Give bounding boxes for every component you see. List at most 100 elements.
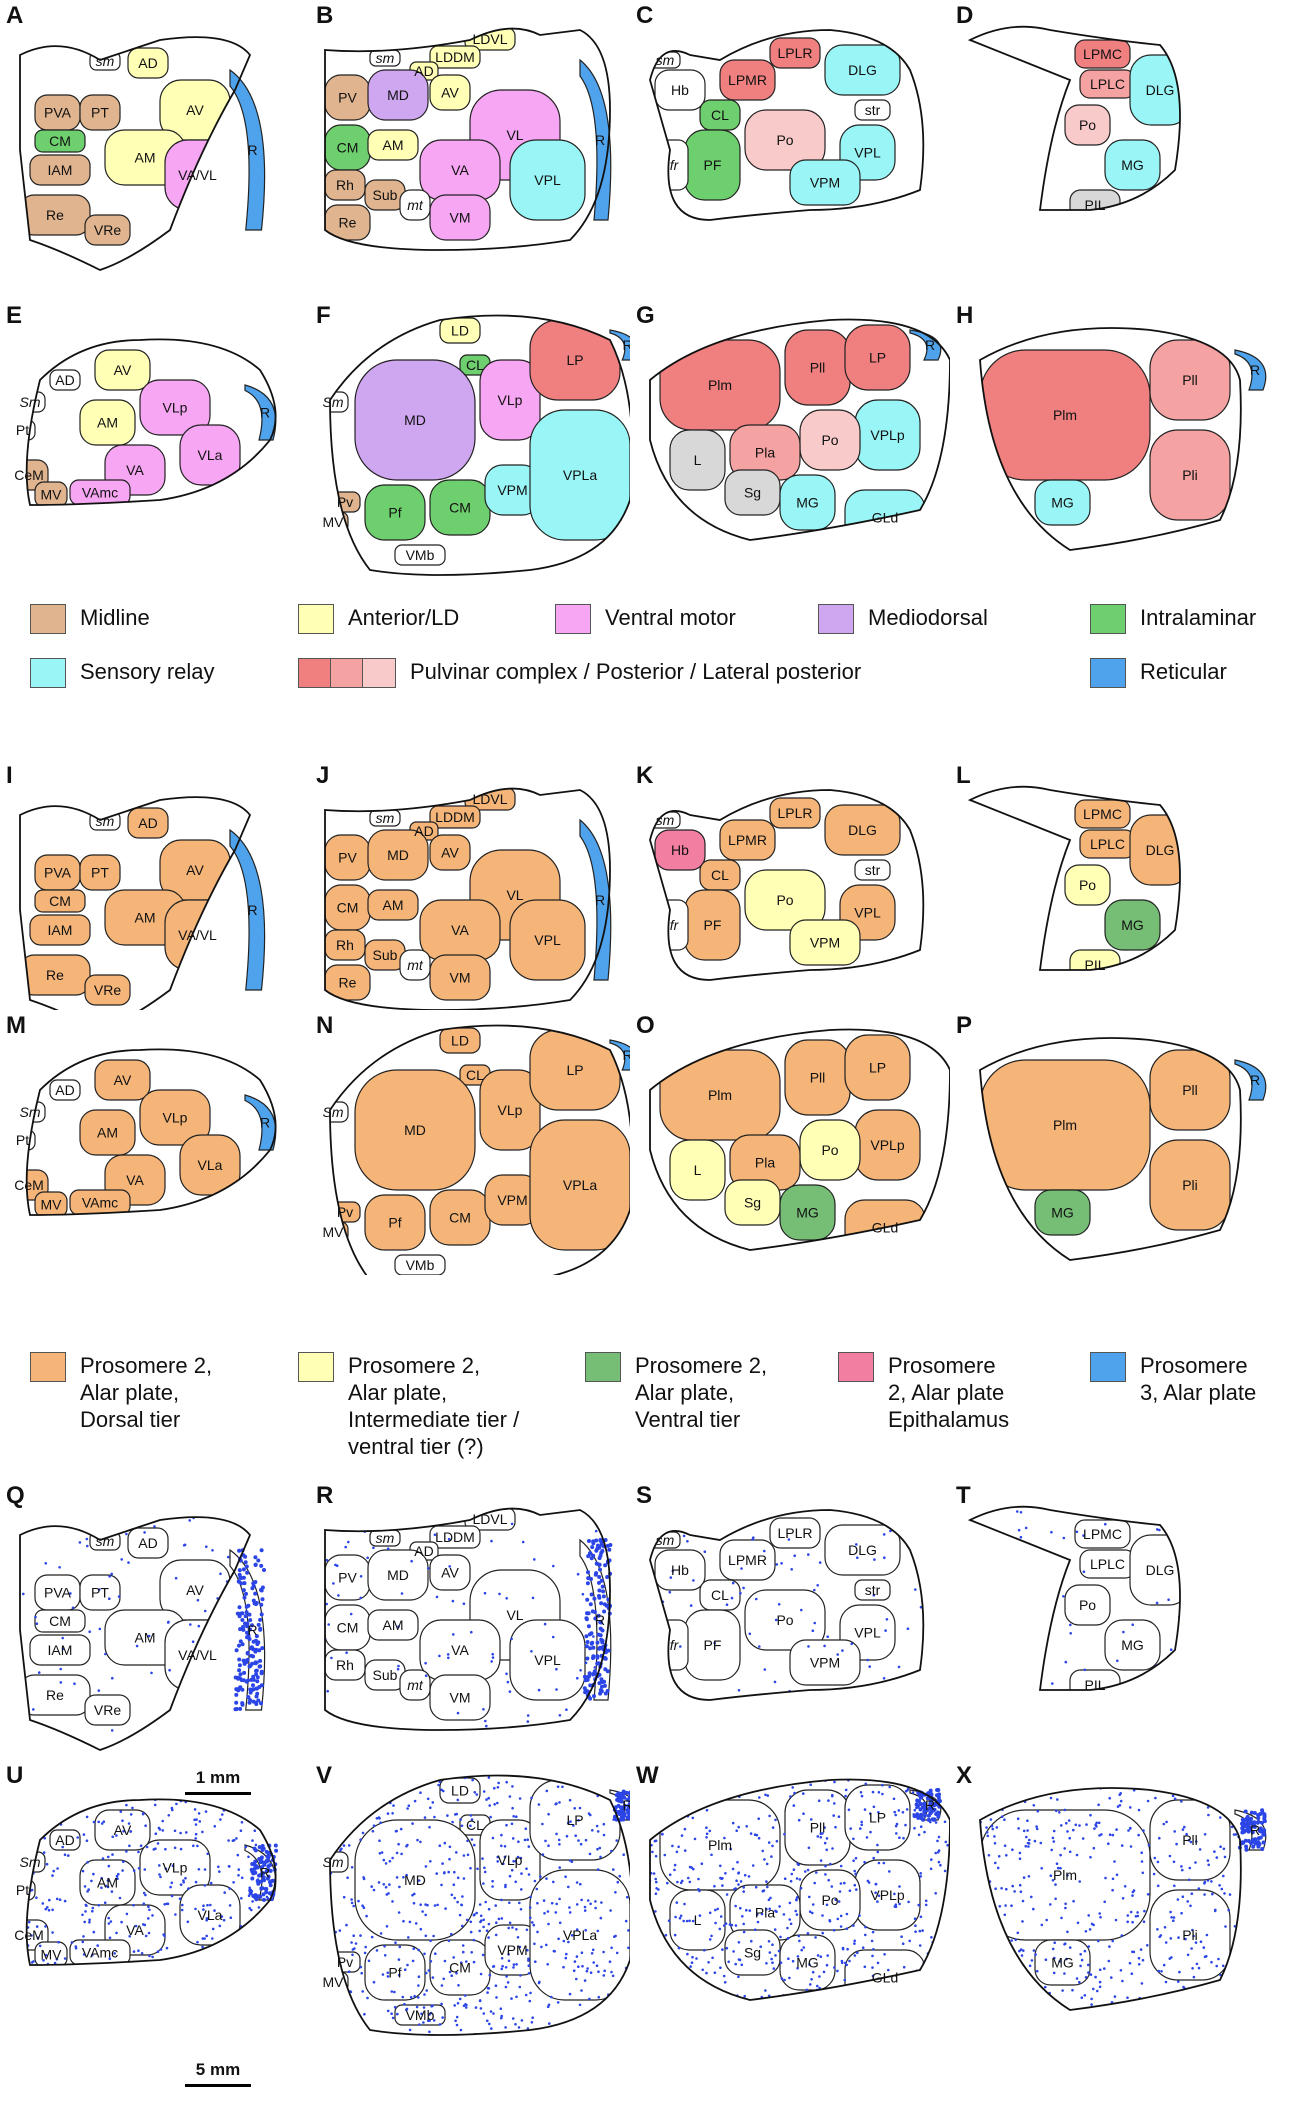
region-s-dlg	[824, 1524, 901, 1576]
label-r-vl: VL	[506, 1607, 523, 1623]
label-q-cm: CM	[49, 1613, 71, 1629]
region-a-cm	[34, 129, 86, 153]
label-k-lpmr: LPMR	[728, 832, 767, 848]
region-a-re	[20, 194, 91, 236]
region-c-lpmr	[719, 59, 776, 101]
label-s-hb: Hb	[671, 1562, 689, 1578]
panel-letter-v: V	[316, 1762, 333, 1789]
label-s-lpmr: LPMR	[728, 1552, 767, 1568]
panel-x-outline	[979, 1787, 1242, 2011]
panel-letter-w: W	[636, 1762, 659, 1789]
label-s-vpm: VPM	[810, 1655, 840, 1671]
panel-i-outline	[19, 796, 252, 1010]
label-f-sm: Sm	[323, 394, 344, 410]
legend-swatch-3	[555, 604, 591, 634]
region-l-mg	[1104, 899, 1161, 951]
label-s-str: str	[865, 1582, 881, 1598]
label-d-dlg: DLG	[1146, 82, 1175, 98]
label-v-r: R	[622, 1797, 630, 1813]
panel-a-outline	[19, 36, 252, 271]
region-p-r	[1234, 1059, 1267, 1101]
region-k-lpmr	[719, 819, 776, 861]
label-u-vla: VLa	[198, 1907, 223, 1923]
region-g-l	[669, 429, 726, 491]
label-d-lpmc: LPMC	[1083, 46, 1122, 62]
label-l-lplc: LPLC	[1090, 836, 1125, 852]
label-j-lddm: LDDM	[435, 809, 475, 825]
region-j-av	[429, 834, 471, 871]
region-n-vpla	[529, 1119, 630, 1251]
legend-swatch-3	[585, 1352, 621, 1382]
label-u-va: VA	[126, 1922, 144, 1938]
label-l-mg: MG	[1121, 917, 1144, 933]
label-t-lpmc: LPMC	[1083, 1526, 1122, 1542]
panel-s-outline	[649, 1509, 925, 1701]
panel-q-outline	[19, 1516, 252, 1751]
label-m-vla: VLa	[198, 1157, 223, 1173]
region-q-pt	[79, 1574, 121, 1611]
label-m-vamc: VAmc	[82, 1195, 118, 1211]
label-e-r: R	[260, 405, 270, 421]
panel-n-outline	[329, 1024, 630, 1275]
region-a-ad	[127, 47, 169, 79]
region-b-vpl	[509, 139, 586, 221]
label-b-vl: VL	[506, 127, 523, 143]
label-j-md: MD	[387, 847, 409, 863]
label-u-vamc: VAmc	[82, 1945, 118, 1961]
panel-c-outline	[649, 29, 925, 221]
label-w-po: Po	[821, 1892, 838, 1908]
panel-letter-j: J	[316, 762, 330, 789]
region-c-dlg	[824, 44, 901, 96]
region-j-lddm	[429, 805, 481, 829]
region-n-vmb	[394, 1254, 446, 1275]
label-p-pli: Pli	[1182, 1177, 1198, 1193]
label-g-pll: Pll	[810, 360, 826, 376]
label-f-vpla: VPLa	[563, 467, 597, 483]
label-d-po: Po	[1079, 117, 1096, 133]
panel-v-outline	[329, 1774, 630, 2036]
region-g-lp	[844, 324, 911, 391]
region-k-po	[744, 869, 826, 931]
label-p-pll: Pll	[1182, 1082, 1198, 1098]
label-k-lplr: LPLR	[777, 805, 812, 821]
region-a-iam	[29, 154, 91, 186]
label-q-va-vl: VA/VL	[178, 1647, 217, 1663]
region-u-vamc	[69, 1939, 131, 1965]
label-m-sm: Sm	[20, 1104, 41, 1120]
region-b-am	[367, 129, 419, 161]
region-u-vla	[179, 1884, 241, 1946]
label-t-pil: PIL	[1084, 1677, 1105, 1693]
legend-swatch-1	[30, 604, 66, 634]
region-e-mv	[34, 481, 68, 505]
scalebar-1mm-bar	[185, 1792, 251, 1795]
label-k-hb: Hb	[671, 842, 689, 858]
region-i-vre	[84, 974, 131, 1006]
scalebar-5mm-label: 5 mm	[195, 2060, 241, 2079]
label-v-sm: Sm	[323, 1854, 344, 1870]
panel-letter-p: P	[956, 1012, 973, 1039]
region-m-cem	[26, 1169, 49, 1201]
label-e-ad: AD	[55, 372, 74, 388]
label-e-vamc: VAmc	[82, 485, 118, 501]
label-b-r: R	[595, 132, 605, 148]
label-o-pla: Pla	[755, 1155, 775, 1171]
label-k-vpl: VPL	[854, 905, 881, 921]
label-f-vpm: VPM	[497, 482, 527, 498]
region-i-cm	[34, 889, 86, 913]
label-t-po: Po	[1079, 1597, 1096, 1613]
legend-swatch-1	[30, 1352, 66, 1382]
label-h-pli: Pli	[1182, 467, 1198, 483]
label-r-ldvl: LDVL	[472, 1511, 507, 1527]
panel-u-outline	[25, 1798, 277, 1966]
region-l-po	[1064, 864, 1111, 906]
label-r-am: AM	[383, 1617, 404, 1633]
